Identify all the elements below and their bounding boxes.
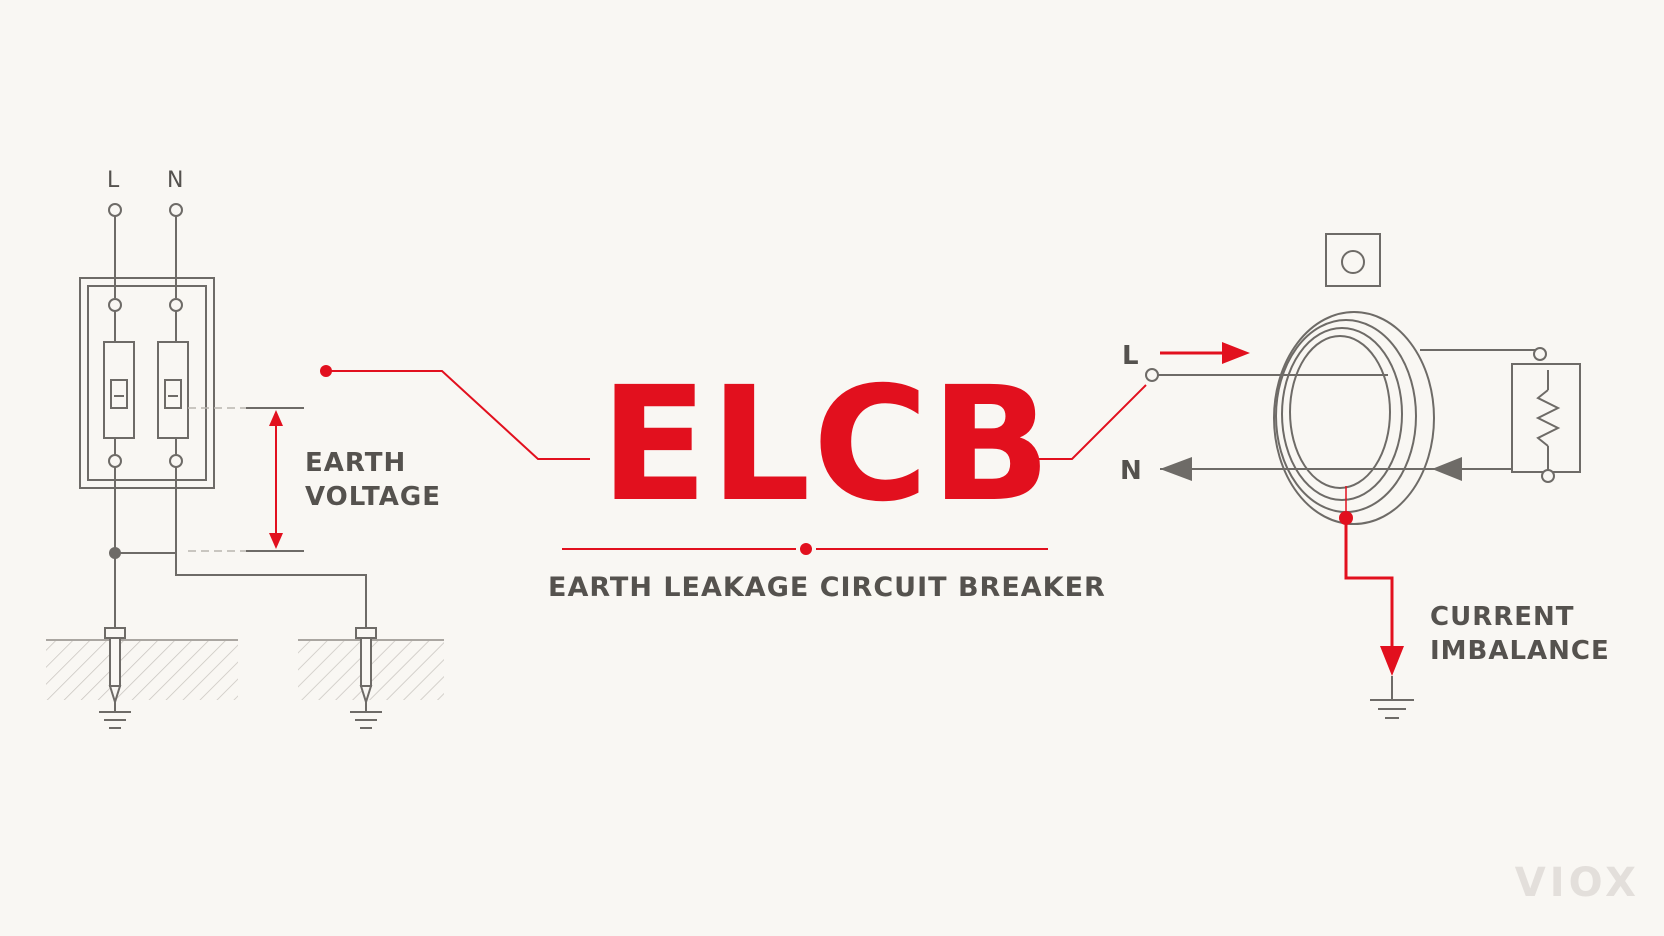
left-terminal-n-label: N xyxy=(167,168,185,193)
mounting-tab xyxy=(1325,233,1381,287)
arrowhead-up xyxy=(269,410,283,426)
resistor-icon xyxy=(1535,389,1561,447)
arrow-leakage-down xyxy=(1380,646,1404,676)
right-terminal-n-label: N xyxy=(1120,456,1143,486)
ground-symbol-right xyxy=(350,702,382,729)
terminal-n-dot xyxy=(169,203,183,217)
current-imbalance-label: CURRENT IMBALANCE xyxy=(1430,600,1610,668)
arrow-n-direction xyxy=(1160,457,1192,481)
page-subtitle: EARTH LEAKAGE CIRCUIT BREAKER xyxy=(548,572,1106,603)
core-balance-transformer xyxy=(1273,233,1530,525)
earth-rod-right xyxy=(355,627,377,706)
breaker-pole-n xyxy=(157,341,189,439)
ground-symbol-left xyxy=(99,702,131,729)
arrowhead-down xyxy=(269,533,283,549)
breaker-pole-l xyxy=(103,341,135,439)
current-imbalance-line-2: IMBALANCE xyxy=(1430,636,1610,666)
left-terminal-l-label: L xyxy=(107,168,121,193)
earth-voltage-label: EARTH VOLTAGE xyxy=(305,446,441,514)
title-connector-left xyxy=(326,370,590,460)
earth-voltage-line-1: EARTH xyxy=(305,448,407,478)
title-connector-right xyxy=(1016,384,1147,460)
toroid-outer xyxy=(1273,311,1435,525)
sensor-box xyxy=(1511,347,1581,483)
page-title: ELCB xyxy=(600,353,1053,537)
brand-logo: VIOX xyxy=(1514,860,1640,906)
conductor-l xyxy=(1145,342,1388,382)
title-underline xyxy=(562,543,1048,555)
ground-left xyxy=(46,639,238,700)
earth-voltage-line-2: VOLTAGE xyxy=(305,482,441,512)
left-elcb-panel xyxy=(79,203,367,630)
junction-dot xyxy=(109,547,121,559)
earth-voltage-indicator xyxy=(188,407,304,552)
ground-symbol-right-diagram xyxy=(1370,676,1414,719)
arrow-l-direction xyxy=(1222,342,1250,364)
terminal-l-dot xyxy=(108,203,122,217)
breaker-enclosure-inner xyxy=(87,285,207,481)
connector-dot-left xyxy=(320,365,332,377)
right-terminal-l-label: L xyxy=(1122,341,1140,371)
current-imbalance-line-1: CURRENT xyxy=(1430,602,1575,632)
conductor-n xyxy=(1160,457,1512,481)
earth-rod-left xyxy=(104,627,126,706)
leakage-point-dot xyxy=(1339,511,1353,525)
breaker-enclosure-outer xyxy=(79,277,215,489)
